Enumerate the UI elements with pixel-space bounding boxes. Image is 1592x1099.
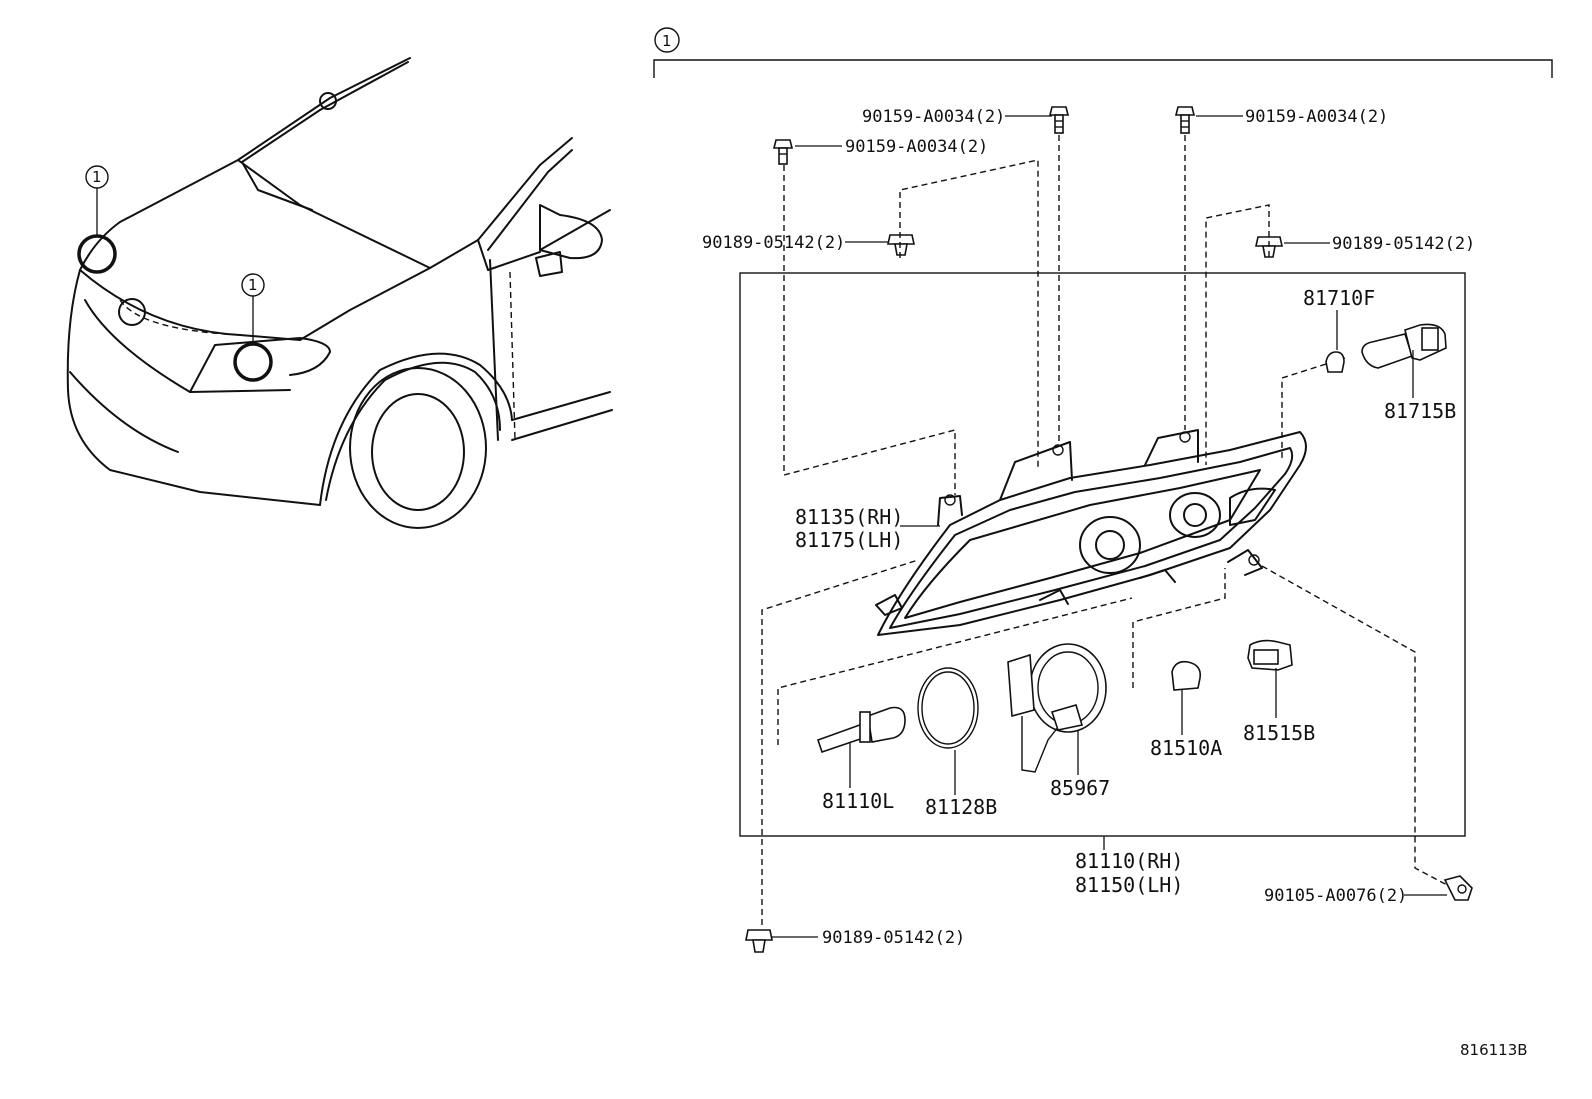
- label-gasket: 81128B: [925, 795, 997, 819]
- bolt-left: [772, 139, 794, 165]
- label-socket-park: 81715B: [1384, 399, 1456, 423]
- label-marker-rh: 81135(RH): [795, 505, 903, 529]
- label-clip-right: 90189-05142(2): [1332, 234, 1475, 254]
- headlamp-highlight-left: [77, 234, 117, 274]
- headlamp-unit: [875, 429, 1307, 636]
- car-callout-right: 1: [248, 276, 258, 294]
- gasket-ring: [917, 667, 979, 749]
- headlamp-assembly-box: [739, 272, 1466, 837]
- side-bulb: [1171, 660, 1202, 691]
- clip-left: [887, 234, 915, 256]
- leader-lines: [772, 115, 1447, 938]
- label-assy-rh: 81110(RH): [1075, 849, 1183, 873]
- park-socket: [1361, 323, 1447, 369]
- label-bolt-top-center: 90159-A0034(2): [862, 107, 1005, 127]
- hid-bulb: [816, 706, 906, 754]
- label-clip-bottom: 90189-05142(2): [822, 928, 965, 948]
- assembly-bracket: 1: [653, 27, 1553, 837]
- car-callout-left: 1: [92, 168, 102, 186]
- diagram-reference-code: 816113B: [1460, 1041, 1528, 1059]
- label-clip-left: 90189-05142(2): [702, 233, 845, 253]
- label-hid-bulb: 81110L: [822, 789, 894, 813]
- label-bulb-park: 81710F: [1303, 286, 1375, 310]
- part-labels: 90159-A0034(2) 90159-A0034(2) 90159-A003…: [702, 107, 1528, 1059]
- label-screw-bottom: 90105-A0076(2): [1264, 886, 1407, 906]
- label-assy-lh: 81150(LH): [1075, 873, 1183, 897]
- assembly-callout: 1: [662, 32, 672, 50]
- ballast-igniter: [1007, 643, 1107, 773]
- label-ballast: 85967: [1050, 776, 1110, 800]
- label-side-bulb: 81510A: [1150, 736, 1222, 760]
- headlamp-highlight-right: [233, 342, 273, 382]
- car-front-illustration: 1 1: [66, 57, 613, 529]
- side-socket: [1247, 639, 1293, 671]
- fasteners: [745, 106, 1473, 953]
- clip-bottom: [745, 929, 773, 953]
- label-bolt-top-right: 90159-A0034(2): [1245, 107, 1388, 127]
- bolt-top-right: [1174, 106, 1196, 134]
- screw-bottom-right: [1443, 875, 1473, 901]
- assembly-guides: [761, 135, 1448, 925]
- label-marker-lh: 81175(LH): [795, 528, 903, 552]
- label-side-socket: 81515B: [1243, 721, 1315, 745]
- park-bulb: [1325, 351, 1345, 373]
- label-bolt-left: 90159-A0034(2): [845, 137, 988, 157]
- bolt-top-center: [1048, 106, 1070, 134]
